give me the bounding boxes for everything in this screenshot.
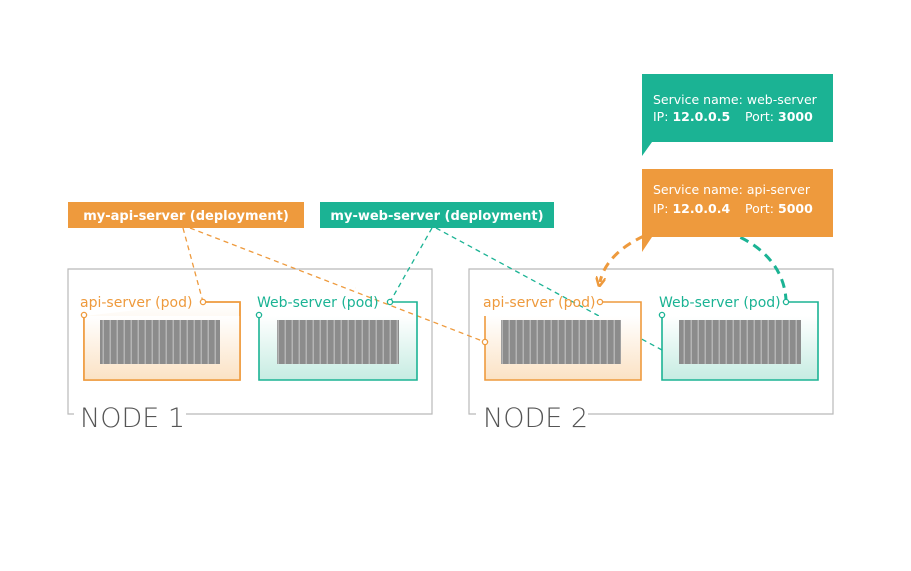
api-service-port-line: Port:5000: [745, 201, 813, 216]
pod-connector-dot: [199, 298, 207, 306]
web-deployment-tag: my-web-server (deployment): [320, 202, 554, 228]
connectors: [182, 227, 663, 351]
container-icon: [679, 320, 801, 364]
web-deployment-label: my-web-server (deployment): [330, 209, 543, 224]
node-1-label: NODE 1: [80, 403, 185, 434]
web-service-callout: Service name:web-server IP:12.0.0.5 Port…: [642, 74, 833, 156]
container-icon: [277, 320, 399, 364]
node-2-api-pod: api-server (pod): [481, 295, 642, 381]
node-1-api-pod-label: api-server (pod): [80, 295, 192, 311]
connector-web-deploy-node2: [435, 227, 663, 351]
node-2: NODE 2: [468, 268, 834, 434]
pod-connector-dot: [782, 298, 790, 306]
web-service-ip-line: IP:12.0.0.5: [653, 109, 730, 124]
api-deployment-label: my-api-server (deployment): [83, 209, 289, 224]
api-service-ip-line: IP:12.0.0.4: [653, 201, 730, 216]
connector-api-deploy-node2: [189, 227, 486, 343]
node-1: NODE 1: [67, 268, 433, 434]
node-2-web-pod: Web-server (pod): [658, 295, 819, 381]
web-service-port-line: Port:3000: [745, 109, 813, 124]
node-2-api-pod-label: api-server (pod): [483, 295, 595, 311]
node-2-web-pod-label: Web-server (pod): [659, 295, 781, 311]
pod-connector-dot: [386, 298, 394, 306]
connector-web-deploy-node1: [389, 227, 433, 303]
node-2-frame: [468, 268, 834, 415]
pod-connector-dot: [255, 311, 263, 319]
pod-connector-dot: [596, 298, 604, 306]
web-service-name-line: Service name:web-server: [653, 92, 818, 107]
pod-connector-dot: [80, 311, 88, 319]
api-service-callout: Service name:api-server IP:12.0.0.4 Port…: [642, 169, 833, 252]
connector-api-deploy-node1: [182, 227, 204, 303]
web-service-arrow: [711, 226, 788, 301]
api-deployment-tag: my-api-server (deployment): [68, 202, 304, 228]
node-1-api-pod: api-server (pod): [80, 295, 241, 381]
pod-connector-dot: [481, 338, 489, 346]
node-1-frame: [67, 268, 433, 415]
pod-connector-dot: [658, 311, 666, 319]
container-icon: [100, 320, 220, 364]
node-1-web-pod-label: Web-server (pod): [257, 295, 379, 311]
node-2-label: NODE 2: [483, 403, 588, 434]
node-1-web-pod: Web-server (pod): [255, 295, 418, 381]
container-icon: [501, 320, 621, 364]
api-service-name-line: Service name:api-server: [653, 182, 811, 197]
api-service-arrow: [600, 234, 645, 282]
